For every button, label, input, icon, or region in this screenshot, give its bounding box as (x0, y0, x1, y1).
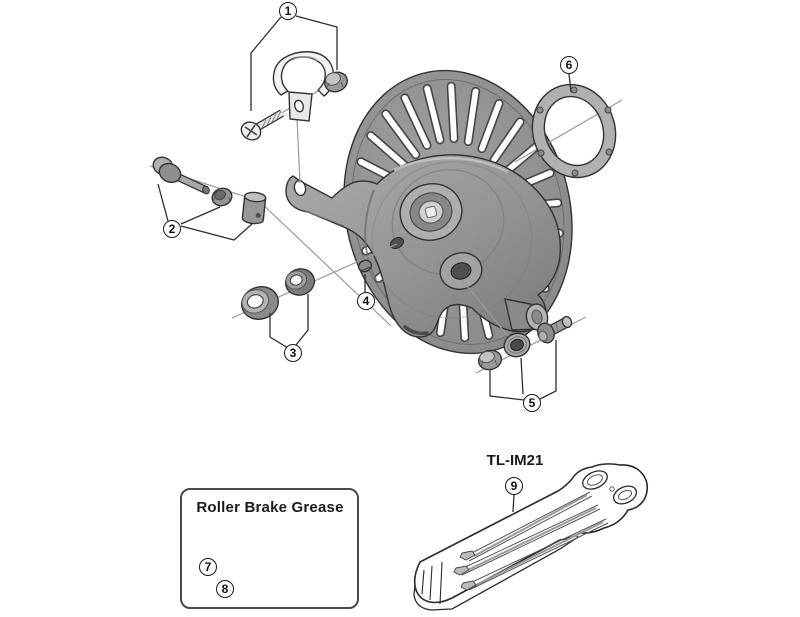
callout-4: 4 (357, 292, 375, 310)
hub-bore (399, 183, 463, 241)
tool-head-holes (582, 470, 638, 505)
callout-8-number: 8 (221, 582, 229, 596)
cable-fixing-bolt-set (152, 156, 267, 225)
cap-nut (357, 259, 373, 273)
callout-4-number: 4 (362, 294, 370, 308)
clamp-bolt (240, 109, 285, 141)
brake-boss (439, 252, 483, 290)
seal-large (241, 286, 279, 320)
tool-tray-face (413, 463, 649, 604)
seal-rings (241, 268, 316, 320)
callout-3: 3 (284, 344, 302, 362)
grease-box-title: Roller Brake Grease (196, 499, 344, 516)
callout-1-number: 1 (284, 4, 292, 18)
axle-washer (503, 332, 531, 358)
brake-arm-housing (285, 154, 561, 338)
axle-nut-set (477, 315, 573, 371)
seal-small (284, 268, 316, 296)
callout-6: 6 (560, 56, 578, 74)
callout-6-number: 6 (565, 58, 573, 72)
callout-9-number: 9 (510, 479, 518, 493)
callout-7: 7 (199, 558, 217, 576)
callout-2-number: 2 (168, 222, 176, 236)
tool-tray (413, 463, 649, 611)
needle-tips (453, 550, 477, 591)
roller-cylinder (241, 191, 267, 225)
callout-5-number: 5 (528, 396, 536, 410)
phillips-cross-icon (244, 124, 258, 138)
axle-bolt (537, 315, 573, 344)
axle-nut (477, 349, 503, 371)
callout-8: 8 (216, 580, 234, 598)
callout-9: 9 (505, 477, 523, 495)
callout-2: 2 (163, 220, 181, 238)
clamp-nut (324, 71, 348, 93)
clamp-unit (240, 51, 348, 141)
grease-box (180, 488, 359, 609)
tool-label: TL-IM21 (486, 452, 544, 469)
arm-mount-hole (293, 179, 307, 197)
fixing-nut (211, 187, 233, 207)
callout-5: 5 (523, 394, 541, 412)
clamp-body (272, 51, 335, 97)
fixing-bolt (152, 156, 210, 195)
callout-1: 1 (279, 2, 297, 20)
callout-3-number: 3 (289, 346, 297, 360)
callout-7-number: 7 (204, 560, 212, 574)
